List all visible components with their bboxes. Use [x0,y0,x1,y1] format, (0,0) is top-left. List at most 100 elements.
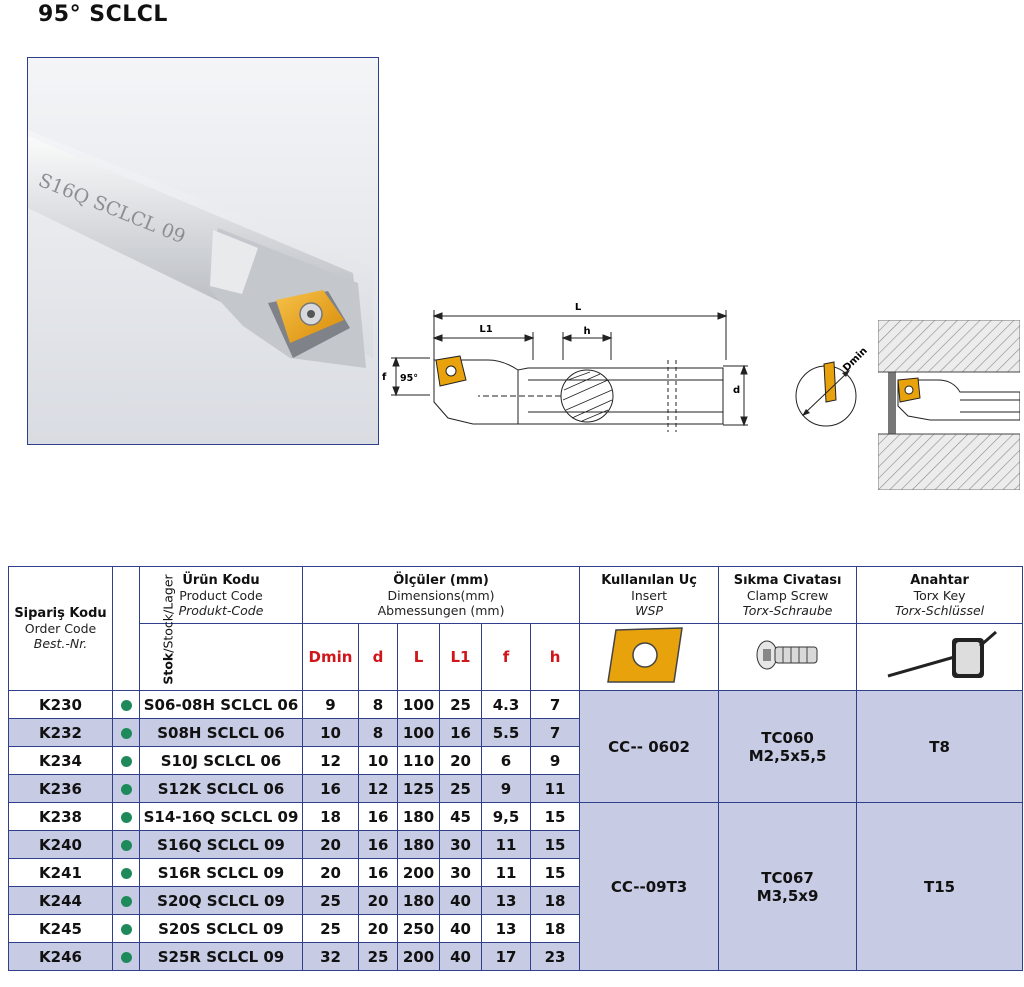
dim-L: 110 [397,746,440,775]
dim-f: 17 [481,942,531,971]
stock-indicator [112,774,140,803]
dim-h: 15 [529,830,581,859]
torx-key-icon [887,630,997,678]
dim-L1: 40 [439,942,482,971]
stock-indicator [112,914,140,943]
stock-indicator [112,942,140,971]
dim-L: 100 [397,690,440,719]
label-dmin: Dmin [841,346,869,374]
dim-f: 11 [481,830,531,859]
dimension-drawing: L L1 h f d 95° [378,290,750,454]
order-code: K244 [8,886,113,915]
header-product-code-spacer [139,623,303,691]
dim-h: 18 [529,886,581,915]
label-L: L [575,302,582,313]
dim-L1: 30 [439,830,482,859]
dim-h: 7 [529,718,581,747]
stock-dot-icon [120,895,132,907]
dim-d: 10 [358,746,398,775]
table-row: K236 S12K SCLCL 06 16 12 125 25 9 11 [8,774,1023,803]
col-dmin: Dmin [302,623,359,691]
dim-h: 7 [529,690,581,719]
dim-f: 13 [481,914,531,943]
stock-indicator [112,886,140,915]
order-code: K246 [8,942,113,971]
dim-f: 6 [481,746,531,775]
label-angle: 95° [400,373,418,384]
stock-dot-icon [120,755,132,767]
dmin-detail: Dmin [790,340,870,444]
dim-h: 15 [529,858,581,887]
dim-dmin: 20 [302,830,359,859]
dim-d: 12 [358,774,398,803]
torx-screw-icon [756,640,818,670]
dim-L: 100 [397,718,440,747]
order-code: K238 [8,802,113,831]
dim-d: 16 [358,830,398,859]
insert-code: CC--09T3 [579,802,720,971]
dim-f: 9,5 [481,802,531,831]
product-code: S20S SCLCL 09 [139,914,303,943]
order-code: K245 [8,914,113,943]
insert-image-cell [579,623,720,691]
label-f: f [382,372,387,383]
order-code: K236 [8,774,113,803]
header-stock: Stok/Stock/Lager [112,566,176,691]
col-d: d [358,623,398,691]
stock-indicator [112,830,140,859]
dim-dmin: 32 [302,942,359,971]
product-code: S16R SCLCL 09 [139,858,303,887]
order-code: K241 [8,858,113,887]
dim-L: 250 [397,914,440,943]
stock-indicator [112,690,140,719]
dim-d: 16 [358,802,398,831]
label-d: d [733,385,740,396]
table-row: K232 S08H SCLCL 06 10 8 100 16 5.5 7 [8,718,1023,747]
dim-dmin: 10 [302,718,359,747]
dim-L1: 16 [439,718,482,747]
dim-d: 25 [358,942,398,971]
col-L: L [397,623,440,691]
table-row: K234 S10J SCLCL 06 12 10 110 20 6 9 [8,746,1023,775]
order-code: K234 [8,746,113,775]
dim-h: 9 [529,746,581,775]
product-code: S08H SCLCL 06 [139,718,303,747]
dim-d: 20 [358,914,398,943]
order-code: K230 [8,690,113,719]
order-code: K240 [8,830,113,859]
stock-indicator [112,746,140,775]
dim-L: 200 [397,942,440,971]
dim-d: 8 [358,718,398,747]
stock-dot-icon [120,951,132,963]
dim-dmin: 25 [302,914,359,943]
dim-L1: 30 [439,858,482,887]
product-code: S06-08H SCLCL 06 [139,690,303,719]
dim-f: 13 [481,886,531,915]
dim-dmin: 12 [302,746,359,775]
dim-dmin: 16 [302,774,359,803]
dim-h: 23 [529,942,581,971]
stock-dot-icon [120,699,132,711]
product-photo: S16Q SCLCL 09 [27,57,379,445]
dim-h: 11 [529,774,581,803]
product-code: S14-16Q SCLCL 09 [139,802,303,831]
stock-indicator [112,858,140,887]
stock-dot-icon [120,867,132,879]
dim-f: 9 [481,774,531,803]
dim-f: 4.3 [481,690,531,719]
header-order-code: Sipariş Kodu Order Code Best.-Nr. [8,566,113,691]
dim-L: 180 [397,886,440,915]
header-clamp-screw: Sıkma Civatası Clamp Screw Torx-Schraube [718,566,858,624]
product-code: S16Q SCLCL 09 [139,830,303,859]
table-row: K246 S25R SCLCL 09 32 25 200 40 17 23 [8,942,1023,971]
product-code: S12K SCLCL 06 [139,774,303,803]
label-L1: L1 [479,324,492,335]
torx-key-image-cell [856,623,1024,691]
dim-L: 180 [397,830,440,859]
dim-L: 125 [397,774,440,803]
dim-L: 200 [397,858,440,887]
dim-L1: 40 [439,914,482,943]
product-code: S25R SCLCL 09 [139,942,303,971]
